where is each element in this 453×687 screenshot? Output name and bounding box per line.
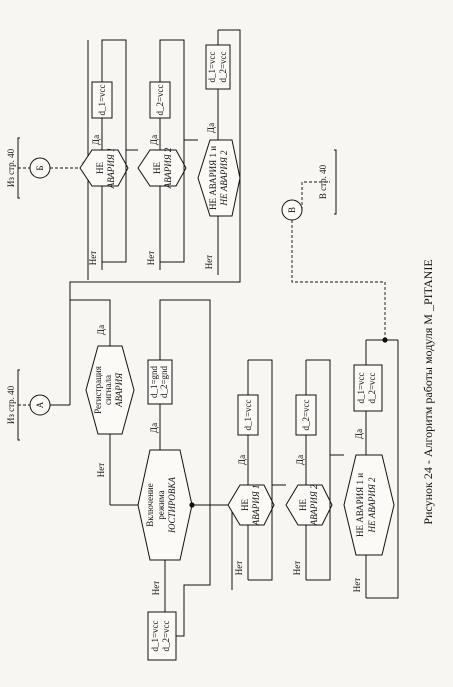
connector-b: Б	[29, 157, 51, 179]
bottom-decision-1: НЕ АВАРИЯ 1	[227, 484, 275, 527]
svg-text:НЕ: НЕ	[298, 499, 308, 511]
svg-text:d_1=gnd: d_1=gnd	[149, 365, 159, 398]
svg-text:Нет: Нет	[96, 463, 106, 477]
page-ref-to-v: В стр. 40	[318, 149, 337, 215]
svg-text:Нет: Нет	[204, 255, 214, 269]
svg-text:d_1=vcc: d_1=vcc	[243, 399, 253, 430]
svg-text:Нет: Нет	[352, 578, 362, 592]
top-process-1: d_1=vcc	[91, 81, 113, 119]
svg-text:Регистрация: Регистрация	[93, 366, 103, 414]
svg-text:d_1=vcc: d_1=vcc	[356, 372, 366, 403]
top-process-3: d_1=vcc d_2=vcc	[205, 44, 231, 90]
svg-text:ЮСТИРОВКА: ЮСТИРОВКА	[167, 477, 177, 534]
svg-text:Включение: Включение	[145, 483, 155, 526]
decision-adjust-mode: Включение режима ЮСТИРОВКА	[137, 449, 193, 561]
svg-text:А: А	[35, 401, 45, 408]
svg-text:АВАРИЯ 2: АВАРИЯ 2	[163, 147, 173, 189]
svg-text:НЕ: НЕ	[95, 162, 105, 174]
svg-text:d_2=vcc: d_2=vcc	[301, 399, 311, 430]
connector-a: А	[29, 394, 51, 416]
bottom-process-1: d_1=vcc	[237, 394, 259, 436]
svg-text:АВАРИЯ 1: АВАРИЯ 1	[251, 485, 261, 527]
svg-text:режима: режима	[156, 490, 166, 519]
svg-text:Нет: Нет	[146, 251, 156, 265]
svg-text:НЕ: НЕ	[240, 499, 250, 511]
svg-text:d_2=vcc: d_2=vcc	[367, 372, 377, 403]
svg-text:d_1=vcc: d_1=vcc	[150, 620, 160, 651]
top-decision-2: НЕ АВАРИЯ 2	[137, 147, 187, 189]
svg-text:Да: Да	[237, 455, 247, 465]
top-decision-3: НЕ АВАРИЯ 1 и НЕ АВАРИЯ 2	[197, 139, 241, 217]
svg-text:Да: Да	[295, 455, 305, 465]
svg-text:d_1=vcc: d_1=vcc	[97, 84, 107, 115]
svg-text:НЕ АВАРИЯ 1 и: НЕ АВАРИЯ 1 и	[208, 146, 218, 210]
svg-text:Да: Да	[91, 135, 101, 145]
svg-text:d_2=vcc: d_2=vcc	[155, 84, 165, 115]
decision-registration: Регистрация сигнала АВАРИЯ	[85, 345, 135, 435]
top-process-2: d_2=vcc	[149, 81, 171, 119]
top-decision-1: НЕ АВАРИЯ 1	[79, 148, 129, 190]
bottom-decision-2: НЕ АВАРИЯ 2	[285, 484, 333, 526]
svg-text:Да: Да	[149, 423, 159, 433]
svg-text:d_1=vcc: d_1=vcc	[207, 51, 217, 82]
svg-text:d_2=vcc: d_2=vcc	[161, 620, 171, 651]
svg-text:НЕ АВАРИЯ 2: НЕ АВАРИЯ 2	[219, 150, 229, 207]
svg-text:Нет: Нет	[151, 581, 161, 595]
bottom-process-2: d_2=vcc	[295, 394, 317, 436]
page-ref-from-a: Из стр. 40	[6, 369, 30, 441]
bottom-decision-3: НЕ АВАРИЯ 1 и НЕ АВАРИЯ 2	[343, 454, 395, 556]
connector-v-link	[301, 181, 330, 210]
process-gnd: d_1=gnd d_2=gnd	[147, 359, 173, 405]
svg-text:АВАРИЯ 2: АВАРИЯ 2	[309, 484, 319, 526]
svg-text:Да: Да	[96, 325, 106, 335]
exit-to-v	[291, 220, 386, 340]
figure-caption: Рисунок 24 - Алгоритм работы модуля M _P…	[421, 259, 435, 524]
svg-text:Да: Да	[149, 135, 159, 145]
svg-text:Из стр. 40: Из стр. 40	[6, 148, 16, 187]
svg-text:Да: Да	[206, 123, 216, 133]
svg-text:Из стр. 40: Из стр. 40	[6, 385, 16, 424]
svg-text:НЕ: НЕ	[152, 162, 162, 174]
svg-text:d_2=gnd: d_2=gnd	[159, 365, 169, 398]
svg-text:Нет: Нет	[88, 251, 98, 265]
svg-text:В: В	[287, 207, 297, 213]
page-ref-from-b: Из стр. 40	[6, 137, 30, 199]
svg-text:Нет: Нет	[292, 561, 302, 575]
svg-text:НЕ АВАРИЯ 2: НЕ АВАРИЯ 2	[367, 477, 377, 534]
svg-text:Б: Б	[35, 165, 45, 170]
top-row-return	[69, 270, 241, 405]
connector-v: В	[281, 199, 303, 221]
svg-text:АВАРИЯ 1: АВАРИЯ 1	[106, 148, 116, 190]
svg-text:НЕ АВАРИЯ 1 и: НЕ АВАРИЯ 1 и	[355, 473, 365, 537]
svg-text:сигнала: сигнала	[103, 375, 113, 405]
process-vcc: d_1=vcc d_2=vcc	[147, 611, 177, 661]
svg-text:d_2=vcc: d_2=vcc	[218, 51, 228, 82]
svg-text:АВАРИЯ: АВАРИЯ	[114, 372, 124, 408]
svg-text:В стр. 40: В стр. 40	[318, 164, 328, 199]
svg-text:Да: Да	[354, 429, 364, 439]
bottom-process-3: d_1=vcc d_2=vcc	[353, 364, 383, 412]
svg-text:Нет: Нет	[234, 561, 244, 575]
